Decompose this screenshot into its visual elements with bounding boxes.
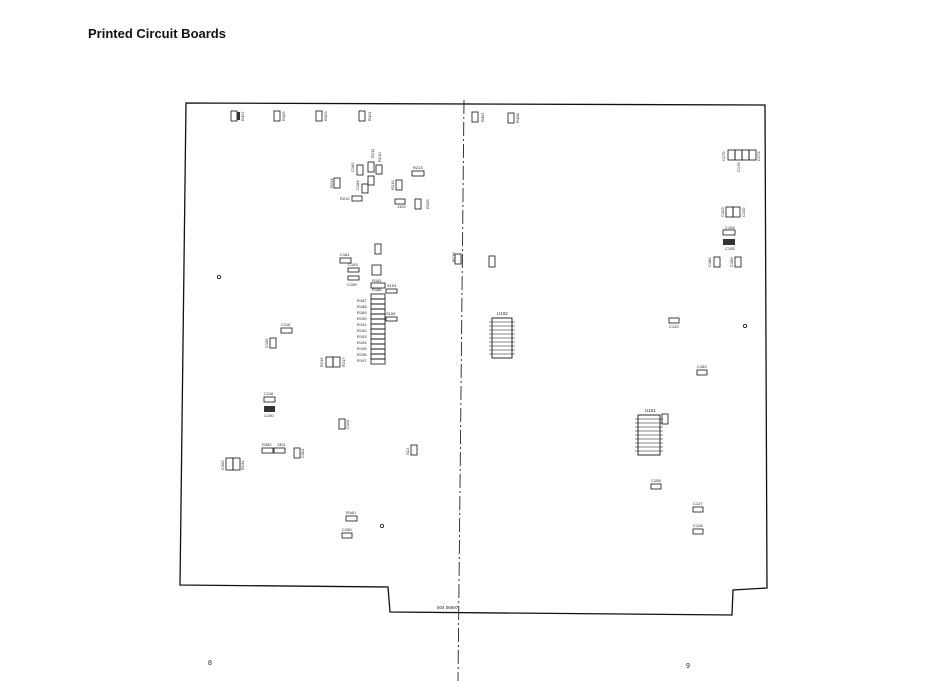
svg-text:R188: R188 [357, 304, 367, 309]
upper-cluster: R211 R210 R213 C182 R214 R219 C184 R212 … [329, 148, 430, 210]
svg-text:R218: R218 [451, 252, 456, 262]
svg-text:C101: C101 [345, 419, 350, 429]
left-components: C115 C135 C116 C100 R382 J301 C301 C302 … [220, 322, 418, 471]
svg-text:R217: R217 [341, 357, 346, 367]
svg-text:J301: J301 [277, 442, 286, 447]
svg-text:R407: R407 [480, 112, 485, 122]
svg-text:R219: R219 [390, 180, 395, 190]
svg-text:C105: C105 [725, 246, 735, 251]
svg-text:C100: C100 [264, 413, 274, 418]
svg-text:R209: R209 [425, 199, 430, 209]
svg-text:R421: R421 [367, 111, 372, 121]
svg-text:R213: R213 [413, 165, 423, 170]
svg-text:S12: S12 [405, 447, 410, 455]
svg-text:R212: R212 [340, 196, 350, 201]
svg-text:C127: C127 [693, 501, 703, 506]
page-title: Printed Circuit Boards [88, 26, 226, 41]
mounting-holes [216, 274, 748, 529]
svg-text:R210: R210 [377, 152, 382, 162]
svg-text:R196: R196 [357, 352, 367, 357]
svg-text:C135: C135 [264, 338, 269, 348]
svg-text:C133: C133 [669, 324, 679, 329]
svg-text:R194: R194 [357, 340, 367, 345]
svg-text:R216: R216 [319, 357, 324, 367]
board-part-number: 504 06697 [437, 605, 459, 610]
top-row-components: R427 R425 R423 R421 R407 R408 [230, 110, 520, 124]
svg-text:R131: R131 [240, 460, 245, 470]
svg-text:C186: C186 [729, 257, 734, 267]
svg-text:R425: R425 [281, 111, 286, 121]
svg-text:S104: S104 [387, 283, 397, 288]
svg-text:R187: R187 [357, 298, 367, 303]
svg-text:C128: C128 [693, 523, 703, 528]
svg-text:R193: R193 [357, 334, 367, 339]
svg-text:C184: C184 [355, 180, 360, 190]
svg-text:R192: R192 [357, 328, 367, 333]
svg-text:C150: C150 [342, 527, 352, 532]
svg-text:C182: C182 [350, 162, 355, 172]
bottom-components: R160 C150 C133 C183 C108 C127 C128 [341, 317, 708, 539]
svg-text:R214: R214 [329, 178, 334, 188]
svg-text:R382: R382 [262, 442, 272, 447]
svg-text:S106: S106 [386, 311, 396, 316]
svg-text:C103: C103 [720, 207, 725, 217]
svg-text:J102: J102 [397, 204, 406, 209]
svg-text:R195: R195 [357, 346, 367, 351]
svg-text:U101: U101 [645, 408, 656, 413]
svg-text:R190: R190 [357, 316, 367, 321]
svg-text:C183: C183 [697, 364, 707, 369]
svg-text:C102: C102 [741, 207, 746, 217]
svg-text:R191: R191 [357, 322, 367, 327]
svg-text:R181: R181 [372, 278, 382, 283]
right-capacitors: C175 C176 C174 C103 C102 C104 C105 C185 … [707, 149, 761, 268]
svg-text:C185: C185 [707, 257, 712, 267]
page-fold-line [457, 99, 465, 681]
svg-text:C104: C104 [725, 225, 735, 230]
svg-text:C108: C108 [651, 478, 661, 483]
svg-text:R423: R423 [323, 111, 328, 121]
svg-text:R427: R427 [240, 111, 245, 121]
svg-text:C153: C153 [348, 262, 358, 267]
ic-u101: U101 [635, 408, 669, 456]
svg-text:U102: U102 [497, 311, 508, 316]
svg-text:C302: C302 [220, 460, 225, 470]
svg-text:C181: C181 [340, 252, 350, 257]
svg-text:R160: R160 [346, 510, 356, 515]
svg-text:C116: C116 [264, 391, 274, 396]
svg-text:R197: R197 [357, 358, 367, 363]
svg-text:C301: C301 [300, 448, 305, 458]
svg-text:R211: R211 [370, 148, 375, 158]
svg-text:C174: C174 [756, 151, 761, 161]
resistor-ladder: C181 C153 C155 R181 R186 S104 S106 R187 … [319, 243, 496, 368]
ic-u102: U102 [489, 311, 515, 359]
svg-text:C155: C155 [347, 282, 357, 287]
svg-text:C175: C175 [721, 151, 726, 161]
svg-text:R186: R186 [372, 287, 382, 292]
board-outline [179, 102, 768, 616]
svg-text:R408: R408 [515, 113, 520, 123]
page-number-left: 8 [208, 660, 212, 667]
page-number-right: 9 [686, 663, 690, 670]
svg-text:C115: C115 [281, 322, 291, 327]
svg-text:R189: R189 [357, 310, 367, 315]
svg-text:C176: C176 [736, 162, 741, 172]
